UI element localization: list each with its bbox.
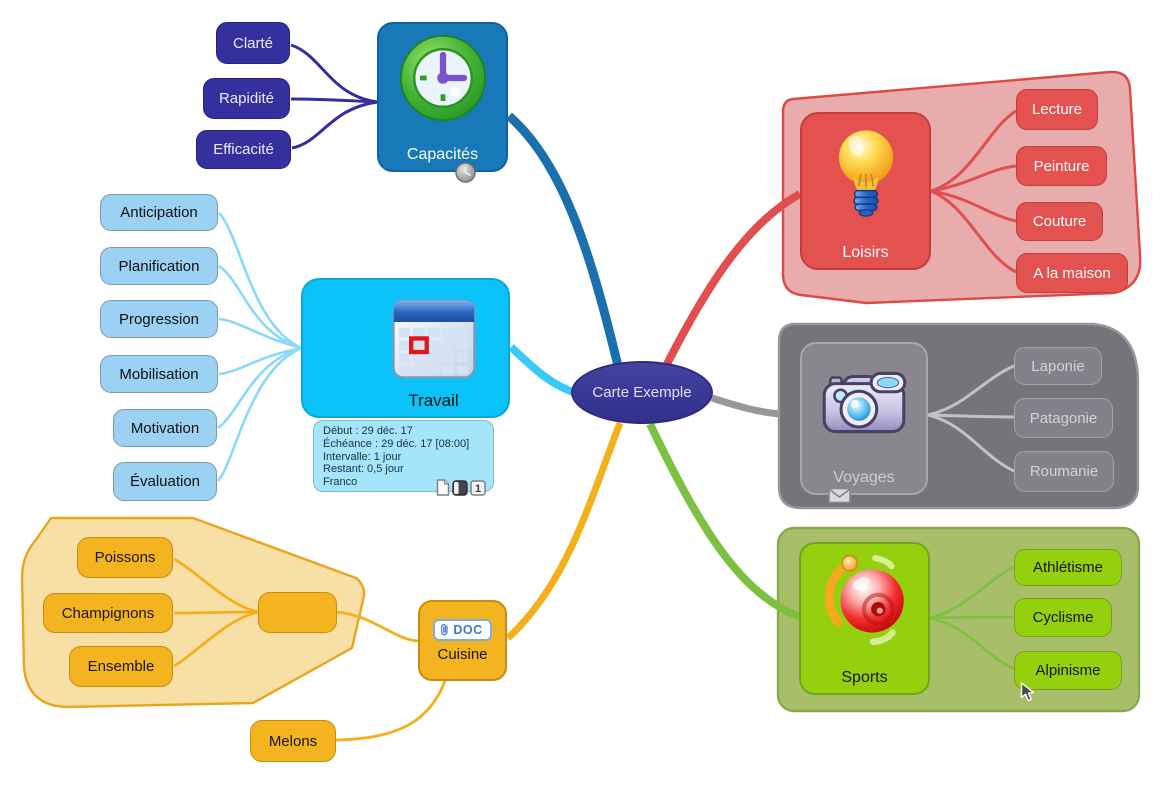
node-roumanie[interactable]: Roumanie xyxy=(1014,451,1114,492)
node-planification[interactable]: Planification xyxy=(100,247,218,285)
node-poissons[interactable]: Poissons xyxy=(77,537,173,578)
node-peinture-label: Peinture xyxy=(1033,157,1090,175)
node-sports-label: Sports xyxy=(841,669,888,686)
node-root-label: Carte Exemple xyxy=(592,384,692,401)
node-rapidite[interactable]: Rapidité xyxy=(203,78,290,119)
mouse-cursor xyxy=(1020,682,1035,702)
page-icon xyxy=(436,479,450,496)
node-clarte[interactable]: Clarté xyxy=(216,22,290,64)
clock-icon xyxy=(399,34,486,122)
svg-text:1: 1 xyxy=(475,483,481,495)
node-motivation[interactable]: Motivation xyxy=(113,409,217,447)
node-voyages-label: Voyages xyxy=(833,469,895,486)
node-patagonie[interactable]: Patagonie xyxy=(1014,398,1113,438)
travail-links xyxy=(216,212,303,482)
node-travail[interactable]: Travail xyxy=(301,278,510,418)
node-cuisine[interactable]: DOC Cuisine xyxy=(418,600,507,681)
node-couture[interactable]: Couture xyxy=(1016,202,1103,241)
node-cyclisme[interactable]: Cyclisme xyxy=(1014,598,1112,637)
node-lecture-label: Lecture xyxy=(1031,101,1083,118)
node-root[interactable]: Carte Exemple xyxy=(571,361,713,424)
node-poissons-label: Poissons xyxy=(94,549,156,566)
node-laponie[interactable]: Laponie xyxy=(1014,347,1102,385)
calendar-icon xyxy=(392,299,476,379)
node-capacites[interactable]: Capacités xyxy=(377,22,508,172)
node-efficacite[interactable]: Efficacité xyxy=(196,130,291,169)
node-mobilisation-label: Mobilisation xyxy=(119,365,199,383)
priority-1-icon: 1 xyxy=(470,480,486,496)
travail-note[interactable]: Début : 29 déc. 17 Échéance : 29 déc. 17… xyxy=(313,420,494,492)
note-line: Échéance : 29 déc. 17 [08:00] xyxy=(323,437,470,450)
node-melons-label: Melons xyxy=(268,732,318,750)
node-efficacite-label: Efficacité xyxy=(213,141,274,158)
main-edges xyxy=(505,112,802,641)
node-ensemble-label: Ensemble xyxy=(87,658,155,675)
note-line: Début : 29 déc. 17 xyxy=(323,425,413,437)
node-planification-label: Planification xyxy=(118,257,200,275)
progress-icon xyxy=(452,480,468,496)
node-progression-label: Progression xyxy=(118,310,200,328)
camera-icon xyxy=(822,371,907,434)
note-line: Franco xyxy=(323,476,358,489)
note-line: Intervalle: 1 jour xyxy=(323,450,402,463)
node-capacites-label: Capacités xyxy=(406,146,479,163)
note-line: Restant: 0,5 jour xyxy=(323,463,404,476)
node-cuisine-label: Cuisine xyxy=(437,646,488,663)
cuisine-links xyxy=(173,557,447,742)
node-champignons-label: Champignons xyxy=(61,604,155,622)
node-a-la-maison[interactable]: A la maison xyxy=(1016,253,1128,293)
node-champignons[interactable]: Champignons xyxy=(43,593,173,633)
doc-attachment-badge: DOC xyxy=(433,619,492,641)
node-motivation-label: Motivation xyxy=(130,419,200,437)
loisirs-links xyxy=(930,109,1017,274)
node-empty[interactable] xyxy=(258,592,337,633)
lightbulb-icon xyxy=(838,130,893,217)
envelope-icon xyxy=(828,487,851,504)
node-evaluation[interactable]: Évaluation xyxy=(113,462,217,501)
node-peinture[interactable]: Peinture xyxy=(1016,146,1107,186)
node-patagonie-label: Patagonie xyxy=(1029,409,1098,427)
note-attribute-icons: 1 xyxy=(436,479,486,496)
node-laponie-label: Laponie xyxy=(1031,357,1085,375)
node-anticipation[interactable]: Anticipation xyxy=(100,194,218,231)
node-rapidite-label: Rapidité xyxy=(218,90,275,107)
node-mobilisation[interactable]: Mobilisation xyxy=(100,355,218,393)
node-couture-label: Couture xyxy=(1032,213,1087,230)
node-athletisme[interactable]: Athlétisme xyxy=(1014,549,1122,586)
sports-links xyxy=(929,565,1015,671)
node-a-la-maison-label: A la maison xyxy=(1033,264,1111,282)
doc-badge-label: DOC xyxy=(453,623,483,637)
node-loisirs-label: Loisirs xyxy=(842,244,889,261)
node-voyages[interactable]: Voyages xyxy=(800,342,928,495)
node-lecture[interactable]: Lecture xyxy=(1016,89,1098,130)
node-anticipation-label: Anticipation xyxy=(120,204,198,221)
capacites-links xyxy=(290,43,379,150)
node-roumanie-label: Roumanie xyxy=(1029,463,1099,480)
red-ball-icon xyxy=(824,554,904,646)
node-athletisme-label: Athlétisme xyxy=(1032,559,1104,576)
node-clarte-label: Clarté xyxy=(232,34,273,52)
node-evaluation-label: Évaluation xyxy=(129,473,201,490)
node-travail-label: Travail xyxy=(408,391,459,410)
node-melons[interactable]: Melons xyxy=(250,720,336,762)
node-alpinisme[interactable]: Alpinisme xyxy=(1014,651,1122,690)
node-loisirs[interactable]: Loisirs xyxy=(800,112,931,270)
small-gray-clock-icon xyxy=(455,162,476,183)
node-progression[interactable]: Progression xyxy=(100,300,218,338)
voyages-links xyxy=(927,364,1015,473)
node-sports[interactable]: Sports xyxy=(799,542,930,695)
node-ensemble[interactable]: Ensemble xyxy=(69,646,173,687)
paperclip-icon xyxy=(441,623,449,636)
node-alpinisme-label: Alpinisme xyxy=(1035,662,1101,679)
node-cyclisme-label: Cyclisme xyxy=(1032,609,1094,626)
